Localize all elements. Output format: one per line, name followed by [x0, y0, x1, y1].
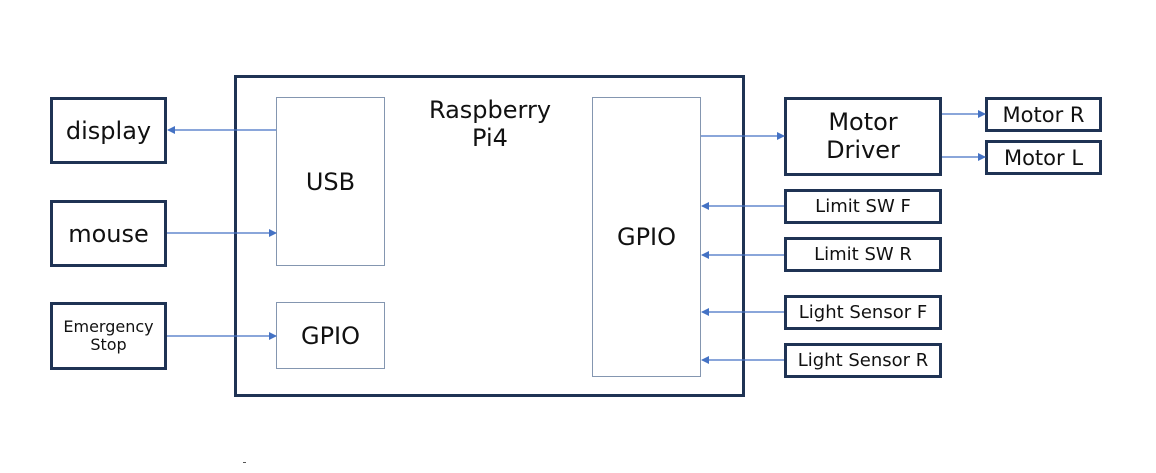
light-sensor-f-box: Light Sensor F: [784, 295, 942, 330]
raspberry-pi-board: [234, 75, 745, 397]
display-box: display: [50, 97, 167, 164]
usb-block: USB: [276, 97, 385, 266]
mouse-box: mouse: [50, 200, 167, 267]
light-sensor-r-box: Light Sensor R: [784, 343, 942, 378]
gpio-block-left: GPIO: [276, 302, 385, 369]
gpio-block-right: GPIO: [592, 97, 701, 377]
motor-r-box: Motor R: [985, 97, 1102, 132]
stray-mark: [243, 462, 246, 463]
limit-sw-f-box: Limit SW F: [784, 189, 942, 224]
motor-l-box: Motor L: [985, 140, 1102, 175]
limit-sw-r-box: Limit SW R: [784, 237, 942, 272]
emergency-stop-box: Emergency Stop: [50, 302, 167, 370]
motor-driver-box: Motor Driver: [784, 97, 942, 176]
raspberry-pi-label: Raspberry Pi4: [428, 96, 552, 152]
